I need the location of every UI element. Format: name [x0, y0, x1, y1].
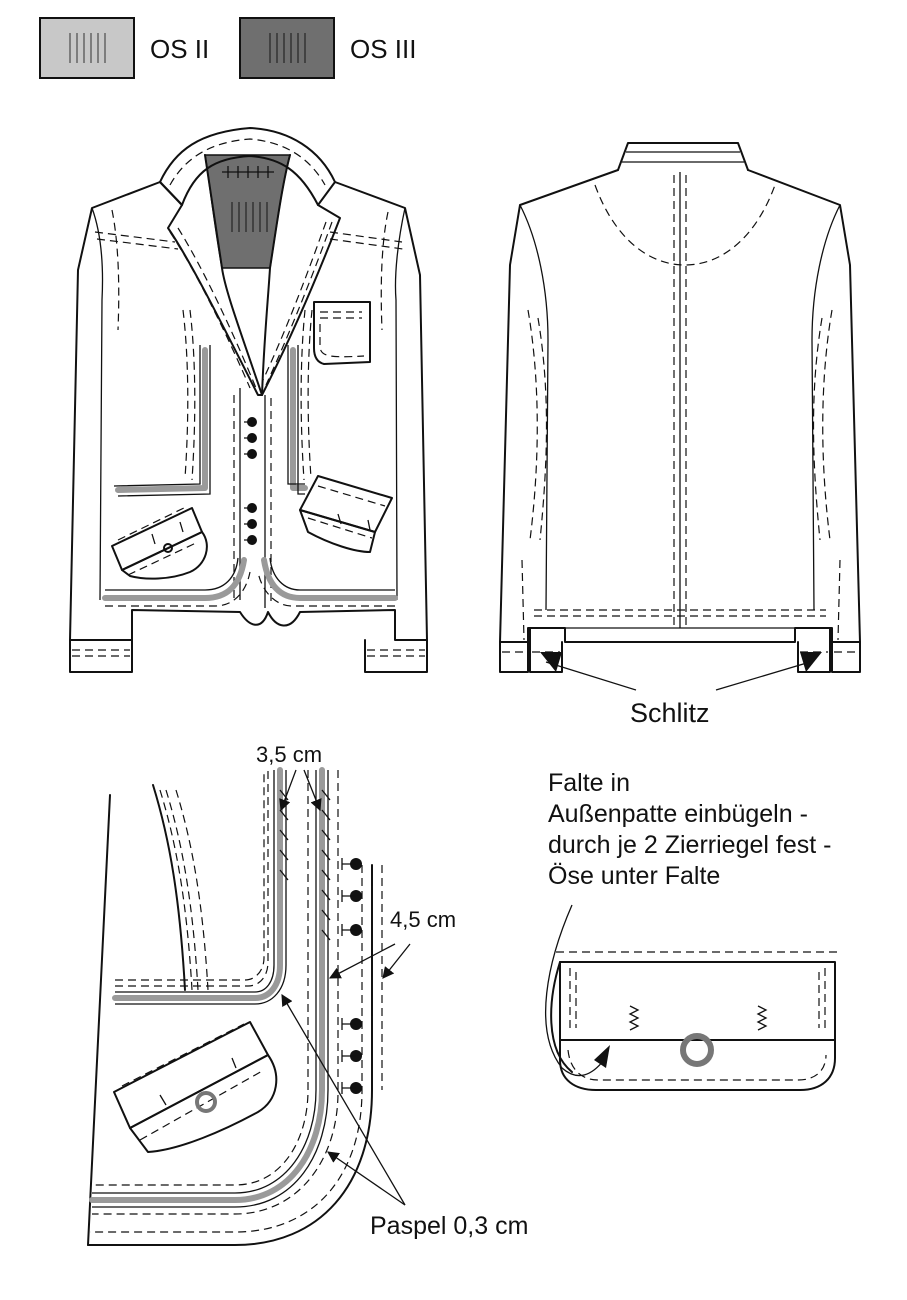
note-line: durch je 2 Zierriegel fest - — [548, 831, 832, 859]
note-line: Falte in — [548, 769, 630, 797]
legend-swatch-os3 — [239, 17, 335, 79]
jacket-front-view — [69, 127, 428, 673]
dimension-label-top: 3,5 cm — [256, 742, 323, 767]
detail-front-corner — [87, 767, 411, 1246]
legend-label-os2: OS II — [150, 34, 210, 64]
piping-label: Paspel 0,3 cm — [370, 1212, 529, 1240]
slit-label: Schlitz — [630, 698, 710, 728]
dimension-label-side: 4,5 cm — [390, 907, 457, 932]
detail-pocket-flap — [545, 904, 838, 1091]
note-line: Öse unter Falte — [548, 862, 721, 890]
note-block: Falte in Außenpatte einbügeln - durch je… — [548, 768, 831, 892]
note-line: Außenpatte einbügeln - — [548, 800, 808, 828]
jacket-back-view — [499, 142, 861, 691]
legend-swatch-os2 — [39, 17, 135, 79]
legend-label-os3: OS III — [350, 34, 417, 64]
